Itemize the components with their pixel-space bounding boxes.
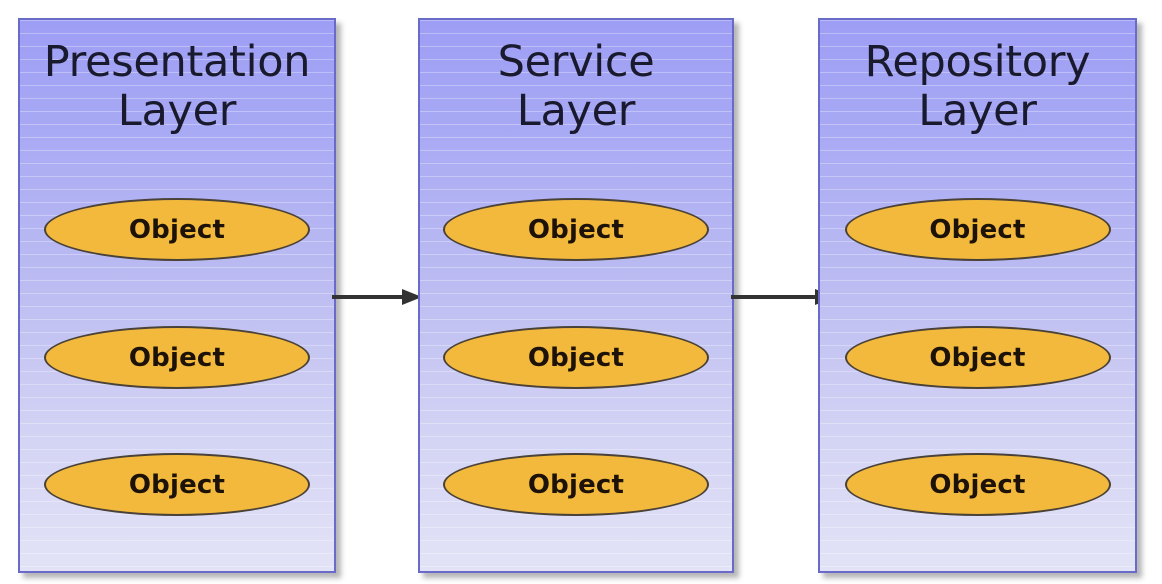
- object-node[interactable]: Object: [844, 326, 1111, 389]
- object-node[interactable]: Object: [44, 198, 310, 261]
- layer-title-repository: Repository Layer: [864, 37, 1091, 136]
- object-label: Object: [527, 469, 625, 500]
- layer-title-service: Service Layer: [497, 37, 655, 136]
- object-label: Object: [128, 214, 226, 245]
- object-node[interactable]: Object: [844, 198, 1111, 261]
- object-label: Object: [527, 214, 625, 245]
- object-node[interactable]: Object: [443, 453, 709, 516]
- object-node[interactable]: Object: [443, 198, 709, 261]
- object-label: Object: [128, 342, 226, 373]
- object-node[interactable]: Object: [44, 453, 310, 516]
- object-node[interactable]: Object: [44, 326, 310, 389]
- object-label: Object: [128, 469, 226, 500]
- layer-box-service[interactable]: Service Layer Object Object Object: [418, 18, 734, 573]
- layer-box-repository[interactable]: Repository Layer Object Object Object: [818, 18, 1137, 573]
- layer-title-presentation: Presentation Layer: [43, 37, 311, 136]
- object-label: Object: [929, 214, 1026, 245]
- arrow-presentation-to-service-icon: [332, 286, 422, 310]
- object-label: Object: [929, 342, 1026, 373]
- object-node[interactable]: Object: [443, 326, 709, 389]
- object-label: Object: [527, 342, 625, 373]
- object-node[interactable]: Object: [844, 453, 1111, 516]
- object-label: Object: [929, 469, 1026, 500]
- layer-box-presentation[interactable]: Presentation Layer Object Object Object: [18, 18, 336, 573]
